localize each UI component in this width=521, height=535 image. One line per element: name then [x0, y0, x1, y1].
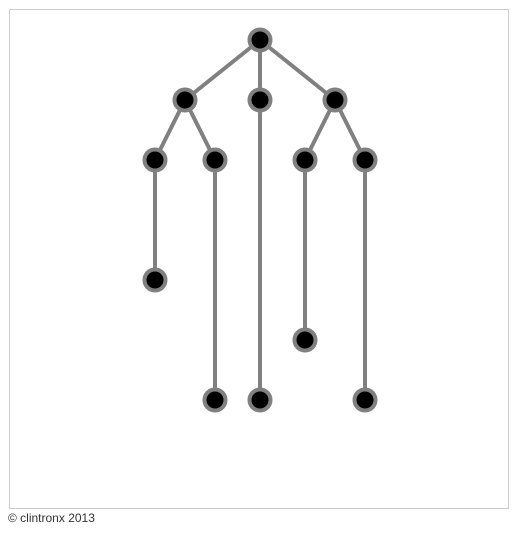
- tree-node: [352, 147, 378, 173]
- tree-node: [292, 327, 318, 353]
- tree-node: [247, 387, 273, 413]
- tree-node: [322, 87, 348, 113]
- tree-link: [183, 38, 262, 102]
- tree-diagram: [142, 27, 378, 413]
- nodes-layer: [142, 27, 378, 413]
- tree-node: [247, 87, 273, 113]
- tree-node: [202, 147, 228, 173]
- tree-node: [352, 387, 378, 413]
- tree-node: [292, 147, 318, 173]
- tree-node: [172, 87, 198, 113]
- tree-node: [142, 267, 168, 293]
- tree-node: [202, 387, 228, 413]
- tree-node: [142, 147, 168, 173]
- tree-frame: [9, 9, 509, 509]
- copyright-credit: © clintronx 2013: [8, 511, 95, 525]
- tree-link: [258, 38, 337, 102]
- tree-node: [247, 27, 273, 53]
